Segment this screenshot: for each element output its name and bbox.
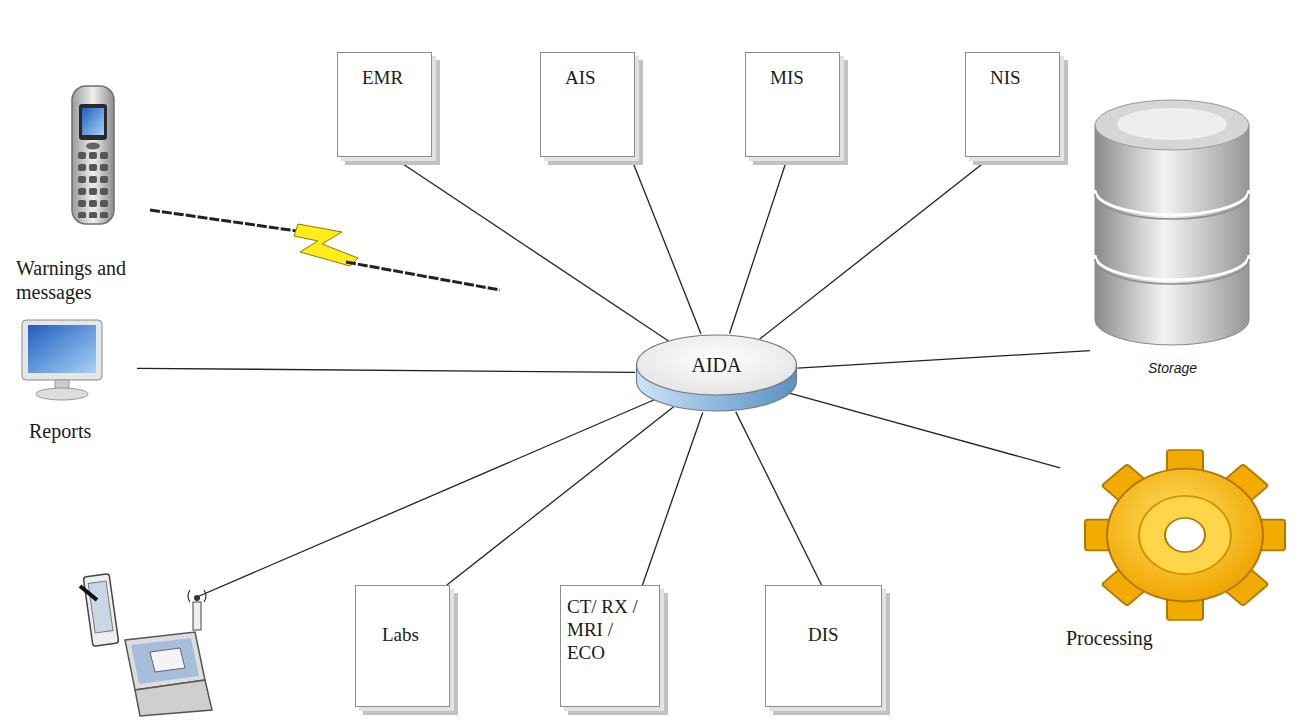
- storage-cylinder: [1095, 100, 1249, 345]
- hub-label: AIDA: [635, 353, 798, 377]
- system-label: DIS: [808, 624, 881, 647]
- wireless-bolt: [150, 210, 500, 290]
- system-box: AIS: [540, 52, 635, 157]
- system-label: NIS: [990, 67, 1059, 90]
- monitor-icon: [22, 320, 102, 400]
- connector-line: [736, 412, 822, 585]
- system-box: MIS: [745, 52, 840, 157]
- connector-line: [631, 157, 701, 334]
- connector-line: [447, 407, 673, 585]
- hub-disc: AIDA: [635, 333, 798, 413]
- icon-label: Processing: [1066, 626, 1292, 650]
- system-box: DIS: [765, 585, 882, 707]
- connector-line: [788, 393, 1060, 468]
- connector-line: [642, 412, 702, 585]
- storage-database: Storage: [1090, 98, 1255, 390]
- connector-line: [137, 368, 635, 372]
- connector-line: [797, 351, 1090, 369]
- connector-line: [760, 157, 991, 339]
- system-label: EMR: [362, 67, 431, 90]
- system-label: CT/ RX / MRI / ECO: [567, 596, 645, 664]
- system-label: AIS: [565, 67, 634, 90]
- connector-line: [730, 157, 788, 334]
- system-label: MIS: [770, 67, 839, 90]
- system-box: EMR: [337, 52, 432, 157]
- connector-line: [393, 157, 669, 341]
- system-box: Labs: [355, 585, 450, 707]
- processing-gear: Processing: [1060, 440, 1292, 655]
- icon-label: Warnings and messages: [16, 256, 186, 304]
- report-monitor: Reports: [15, 315, 137, 453]
- system-label: Labs: [382, 624, 449, 647]
- mobile-phone: [72, 86, 114, 224]
- icon-label: Storage: [1090, 360, 1255, 377]
- system-box: CT/ RX / MRI / ECO: [560, 585, 660, 707]
- phone-device: Warnings and messages: [12, 80, 192, 310]
- system-box: NIS: [965, 52, 1060, 157]
- icon-label: Reports: [29, 419, 137, 443]
- processing-gear: [1085, 450, 1285, 620]
